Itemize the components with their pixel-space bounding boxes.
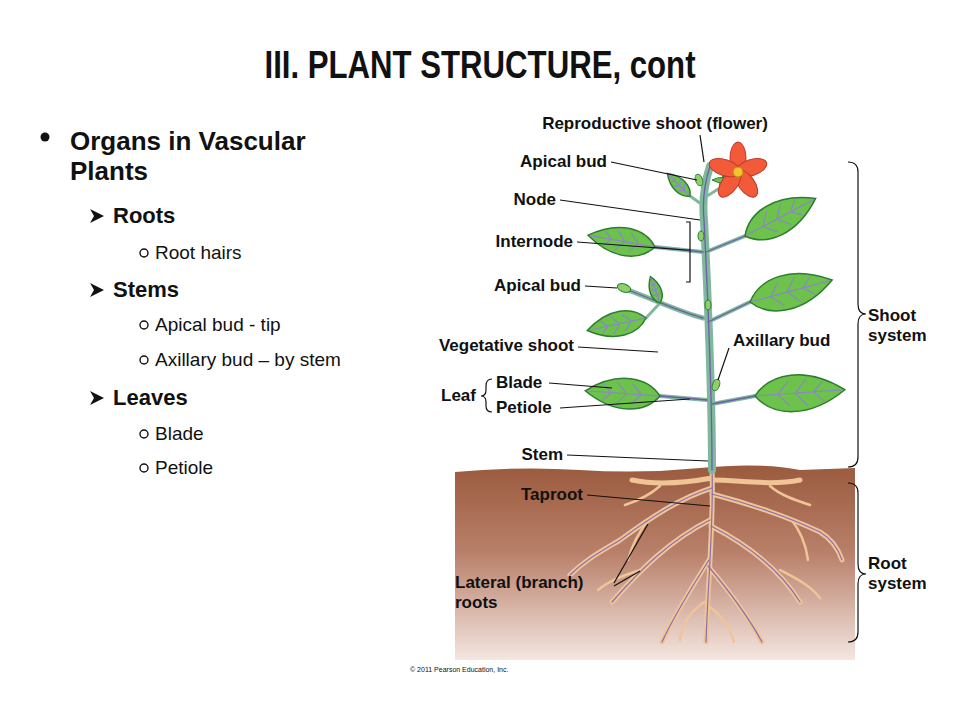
- part-label: Apical bud: [494, 276, 581, 296]
- part-label: Axillary bud: [733, 331, 830, 351]
- part-label: Reproductive shoot (flower): [542, 114, 768, 134]
- system-label: Root system: [868, 554, 952, 593]
- bullet-item: Petiole: [155, 457, 213, 479]
- bullet-item: Root hairs: [155, 242, 242, 264]
- bullet-item: Blade: [155, 423, 204, 445]
- part-label: Petiole: [496, 398, 552, 418]
- system-label: Shoot system: [868, 306, 952, 345]
- part-label: Taproot: [521, 485, 583, 505]
- roots: [570, 468, 842, 642]
- leaves: [584, 161, 846, 414]
- slide-title: III. PLANT STRUCTURE, cont: [264, 44, 695, 88]
- bullet-subheading: Leaves: [113, 385, 188, 410]
- flower: [707, 142, 769, 201]
- part-label: Blade: [496, 373, 542, 393]
- buds: [616, 173, 721, 392]
- part-label: Internode: [496, 232, 573, 252]
- part-label: Vegetative shoot: [439, 336, 574, 356]
- copyright-note: © 2011 Pearson Education, Inc.: [410, 666, 508, 674]
- part-label: Leaf: [441, 386, 476, 406]
- bullet-item: Axillary bud – by stem: [155, 349, 341, 371]
- part-label: Apical bud: [520, 152, 607, 172]
- soil: [455, 465, 855, 660]
- bullet-subheading: Roots: [113, 203, 175, 228]
- leader-lines: [481, 135, 866, 642]
- bullet-item: Apical bud - tip: [155, 314, 281, 336]
- bullet-subheading: Stems: [113, 277, 179, 302]
- stem: [628, 166, 755, 470]
- part-label: Lateral (branch) roots: [455, 573, 607, 612]
- bullet-heading: Organs in Vascular Plants: [70, 127, 370, 187]
- part-label: Stem: [521, 445, 563, 465]
- part-label: Node: [514, 190, 557, 210]
